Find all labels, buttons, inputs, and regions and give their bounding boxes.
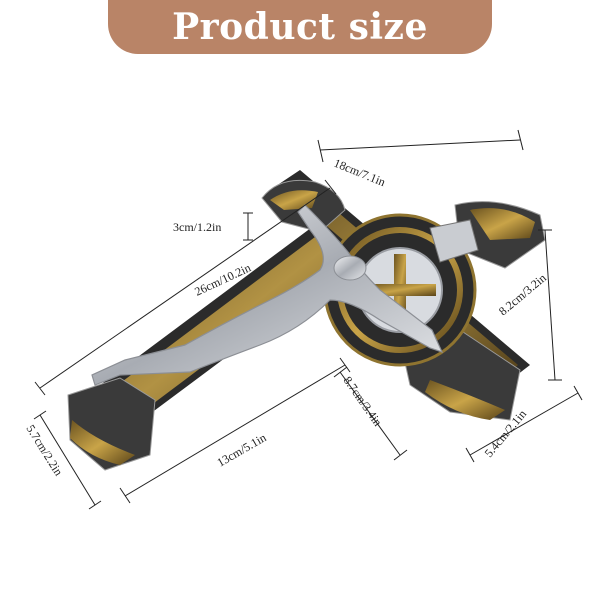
dim-line-center-width (339, 371, 401, 456)
dim-line-right-end-width (469, 392, 579, 456)
dim-tick-lower-length-b (339, 357, 351, 373)
dim-tick-center-width-a (333, 366, 348, 378)
dim-line-total-length (39, 187, 331, 389)
dim-tick-center-width-b (393, 449, 408, 461)
dim-tick-left-end-width-a (33, 410, 47, 420)
dim-tick-right-end-width-b (573, 385, 583, 401)
dim-line-top-width (319, 139, 521, 151)
dim-label-left-end-width: 5.7cm/2.2in (23, 422, 65, 478)
corpus-figure (91, 204, 444, 386)
dim-line-lower-length (124, 364, 346, 497)
page-title: Product size (172, 6, 428, 48)
dim-tick-top-width-b (517, 129, 524, 151)
dim-tick-lower-length-a (119, 487, 131, 504)
dim-label-head-height: 3cm/1.2in (173, 220, 221, 234)
cross-right-cap-gold (470, 208, 535, 240)
corpus-head (333, 255, 367, 281)
cross-bottom-cap-gold (70, 420, 135, 465)
crucifix-image (67, 170, 546, 471)
dim-line-left-end-width (39, 414, 96, 506)
cross-lower-right-cap-gold (425, 380, 505, 420)
title-banner: Product size (108, 0, 492, 54)
dim-label-lower-length: 13cm/5.1in (215, 430, 269, 469)
dim-label-top-width: 18cm/7.1in (332, 156, 388, 189)
dim-tick-top-width-a (317, 139, 324, 163)
dim-label-right-arm-height: 8.2cm/3.2in (496, 271, 549, 319)
dim-tick-total-length-b (324, 179, 337, 195)
cross-inscription-scroll (429, 219, 479, 263)
dim-line-right-arm-height (544, 229, 556, 381)
dim-tick-right-end-width-a (465, 447, 475, 463)
dim-tick-total-length-a (34, 381, 46, 396)
dim-label-center-width: 8.7cm/3.4in (341, 374, 385, 429)
dim-tick-left-end-width-b (88, 500, 102, 510)
